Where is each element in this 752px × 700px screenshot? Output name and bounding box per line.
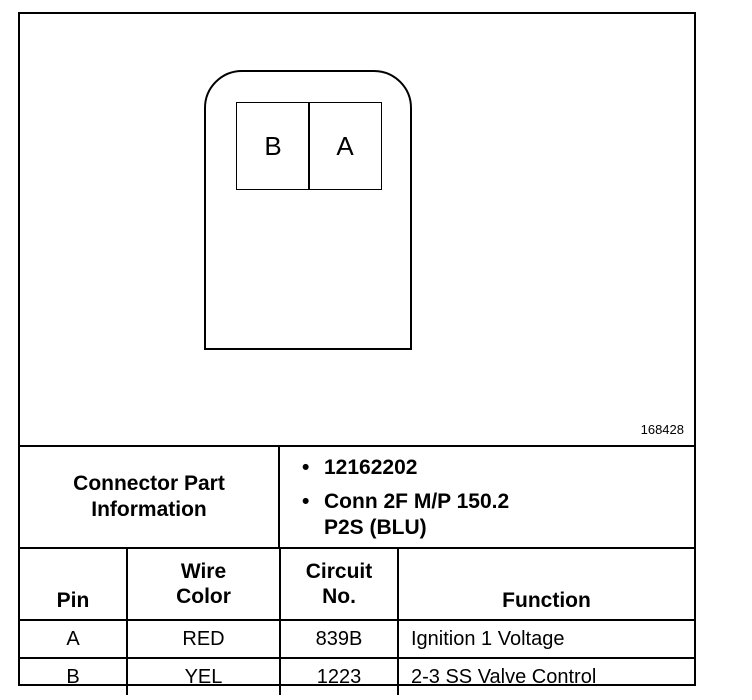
part-info-label-line2: Information — [91, 498, 207, 521]
connector-body: B A — [204, 70, 412, 350]
header-wire-color-line2: Color — [176, 585, 231, 608]
header-pin: Pin — [20, 547, 128, 621]
figure-number: 168428 — [640, 422, 684, 437]
table-header-row: Pin Wire Color Circuit No. Function — [20, 547, 694, 621]
connector-face-view: B A 168428 — [20, 14, 694, 445]
part-info-item: • Conn 2F M/P 150.2 P2S (BLU) — [302, 489, 694, 541]
cell-circuit: 839B — [279, 619, 399, 659]
pin-cavity-b: B — [236, 102, 310, 190]
connector-part-info: Connector Part Information • 12162202 • … — [20, 445, 694, 547]
header-circuit-no: Circuit No. — [279, 547, 399, 621]
pin-cavity-label: A — [336, 130, 354, 161]
part-description-line1: Conn 2F M/P 150.2 — [324, 490, 510, 513]
header-wire-color-line1: Wire — [180, 560, 227, 583]
header-wire-color: Wire Color — [126, 547, 281, 621]
header-circuit-line2: No. — [322, 585, 356, 608]
part-info-label: Connector Part Information — [20, 447, 280, 547]
part-description-line2: P2S (BLU) — [324, 516, 427, 539]
cell-wire-color: YEL — [126, 657, 281, 695]
part-number: 12162202 — [324, 456, 418, 479]
pin-cavity-a: A — [308, 102, 382, 190]
cell-function: Ignition 1 Voltage — [397, 619, 694, 659]
part-info-label-line1: Connector Part — [73, 472, 225, 495]
table-row: B YEL 1223 2-3 SS Valve Control — [20, 657, 694, 695]
cell-pin: B — [20, 657, 128, 695]
bullet-icon: • — [302, 456, 310, 479]
part-info-list: • 12162202 • Conn 2F M/P 150.2 P2S (BLU) — [280, 447, 694, 547]
cell-function: 2-3 SS Valve Control — [397, 657, 694, 695]
header-function: Function — [397, 547, 694, 621]
bullet-icon: • — [302, 490, 310, 513]
header-circuit-line1: Circuit — [305, 560, 373, 583]
cell-wire-color: RED — [126, 619, 281, 659]
header-pin-text: Pin — [56, 589, 90, 612]
part-info-item: • 12162202 — [302, 455, 694, 481]
cell-circuit: 1223 — [279, 657, 399, 695]
pin-function-table: Pin Wire Color Circuit No. Function A RE… — [20, 547, 694, 695]
cell-pin: A — [20, 619, 128, 659]
table-row: A RED 839B Ignition 1 Voltage — [20, 619, 694, 659]
header-function-text: Function — [502, 589, 591, 612]
connector-diagram-frame: B A 168428 Connector Part Information • … — [18, 12, 696, 695]
pin-cavity-label: B — [264, 130, 282, 161]
